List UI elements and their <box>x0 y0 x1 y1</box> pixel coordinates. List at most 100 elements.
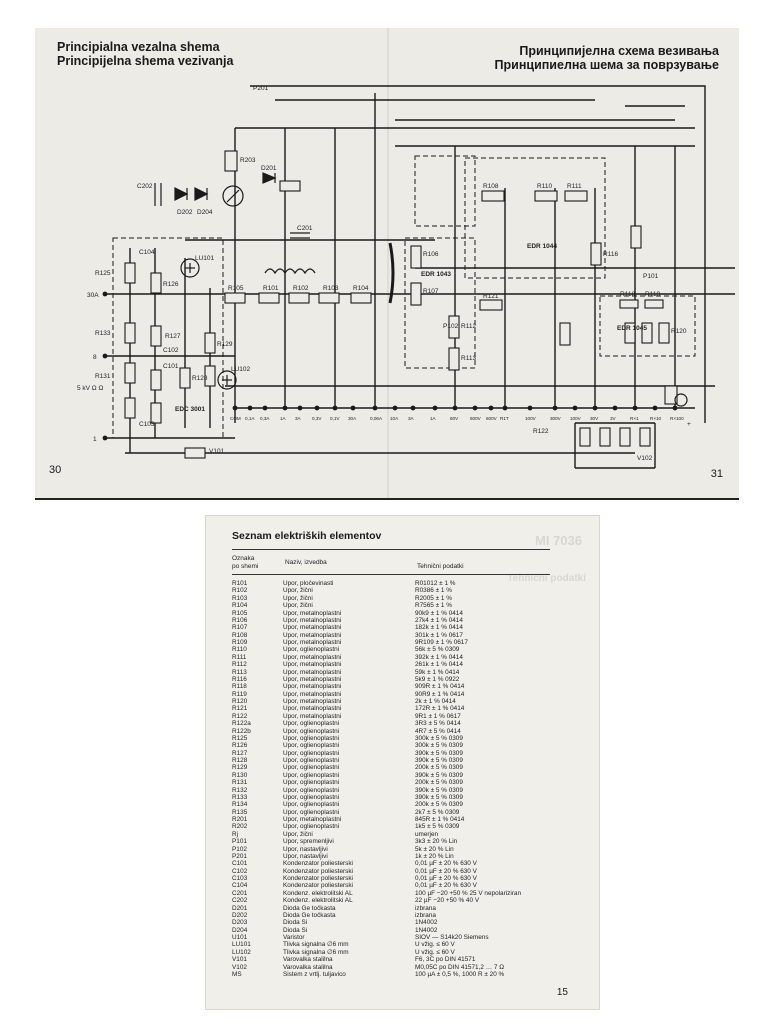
cell-name: Upor, metalnoplastni <box>283 712 342 720</box>
label-d204: D204 <box>197 209 213 216</box>
cell-name: Upor, oglienoplastni <box>283 742 340 750</box>
col-header-name: Naziv, izvedba <box>285 559 327 566</box>
cell-designation: C202 <box>232 897 248 905</box>
title-left-line2: Principijelna shema vezivanja <box>57 54 234 68</box>
title-left-line1: Principialna vezalna shema <box>57 40 220 54</box>
cell-designation: C104 <box>232 882 248 890</box>
cell-specs: 3k3 ± 20 % Lin <box>415 838 458 846</box>
label-r120: R120 <box>671 328 687 335</box>
table-row: R125 Upor, oglienoplastni 300k ± 5 % 0309 <box>232 735 562 742</box>
cell-specs: 4R7 ± 5 % 0414 <box>415 727 461 735</box>
cell-name: Upor, metalnoplastni <box>283 675 342 683</box>
cell-name: Kondenzator poliesterski <box>283 860 353 868</box>
cell-name: Upor, žični <box>283 830 313 838</box>
terminal-label: 100V <box>525 416 537 421</box>
terminal-label: 10A <box>390 416 399 421</box>
cell-name: Kondenzator poliesterski <box>283 875 353 882</box>
cell-designation: R134 <box>232 801 248 809</box>
cell-designation: V102 <box>232 963 247 971</box>
cell-name: Dioda Si <box>283 926 308 934</box>
cell-specs: 1N4002 <box>415 919 438 927</box>
label-c202: C202 <box>137 183 153 190</box>
cell-designation: R122 <box>232 712 248 720</box>
label-r121: R121 <box>483 293 499 300</box>
page-number-left: 30 <box>49 464 62 476</box>
cell-name: Upor, oglienoplastni <box>283 720 340 728</box>
cell-name: Kondenzator poliesterski <box>283 882 353 890</box>
cell-designation: MS <box>232 970 242 978</box>
label-t8: 8 <box>93 354 97 361</box>
cell-specs: U vžig. ≤ 60 V <box>415 948 455 956</box>
label-r107: R107 <box>423 288 439 295</box>
cell-name: Upor, metalnoplastni <box>283 816 342 823</box>
cell-specs: 300k ± 5 % 0309 <box>415 734 463 742</box>
cell-name: Upor, oglienoplastni <box>283 734 340 742</box>
cell-designation: R120 <box>232 698 248 705</box>
cell-name: Upor, oglienoplastni <box>283 646 340 654</box>
parts-list-title: Seznam elektriških elementov <box>232 530 382 542</box>
label-r113: R113 <box>461 355 476 362</box>
cell-specs: R7565 ± 1 % <box>415 602 452 610</box>
cell-specs: 5k9 ± 1 % 0922 <box>415 675 460 683</box>
cell-specs: U vžig. ≤ 60 V <box>415 941 455 949</box>
terminal-label: 0,1V <box>330 416 340 421</box>
header-rule-top <box>232 549 550 550</box>
cell-specs: 301k ± 1 % 0617 <box>415 631 463 639</box>
label-p101: P101 <box>643 273 659 280</box>
cell-name: Upor, oglienoplastni <box>283 808 340 816</box>
cell-designation: C101 <box>232 860 248 868</box>
cell-specs: 2k7 ± 5 % 0309 <box>415 808 460 816</box>
cell-name: Kondenzator poliesterski <box>283 867 353 875</box>
col-header-designation-line2: po shemi <box>232 562 259 570</box>
cell-name: Varovalka stalilna <box>283 956 333 964</box>
cell-specs: 3R3 ± 5 % 0414 <box>415 720 461 728</box>
terminal-label: 600V <box>470 416 482 421</box>
cell-name: Varovalka stalilna <box>283 963 333 971</box>
label-r111: R111 <box>567 183 582 190</box>
cell-designation: R103 <box>232 594 248 602</box>
label-r131: R131 <box>95 373 111 380</box>
cell-designation: D204 <box>232 926 248 934</box>
label-edc3001: EDC 3001 <box>175 406 205 413</box>
terminal-label: 0,3A <box>260 416 270 421</box>
cell-name: Kondenz. elektrolitski AL <box>283 889 353 897</box>
cell-specs: 200k ± 5 % 0309 <box>415 801 463 809</box>
cell-name: Upor, metalnoplastni <box>283 609 342 617</box>
cell-specs: 1k ± 20 % Lin <box>415 852 454 860</box>
cell-designation: R131 <box>232 779 248 787</box>
terminal-label: R1T <box>500 416 509 421</box>
cell-designation: D201 <box>232 904 248 912</box>
cell-designation: R125 <box>232 734 248 742</box>
title-right-line1: Принципијелна схема везивања <box>519 44 719 58</box>
label-tp: + <box>687 421 691 428</box>
cell-designation: R122a <box>232 720 251 728</box>
label-c201: C201 <box>297 225 313 232</box>
label-r125: R125 <box>95 270 111 277</box>
label-r101: R101 <box>263 285 279 292</box>
cell-name: Upor, metalnoplastni <box>283 631 342 639</box>
cell-designation: R135 <box>232 808 248 816</box>
cell-name: Upor, oglienoplastni <box>283 779 340 787</box>
cell-name: Upor, oglienoplastni <box>283 749 340 757</box>
cell-specs: F6, 3C po DIN 41571 <box>415 956 476 964</box>
cell-name: Upor, metalnoplastni <box>283 705 342 713</box>
label-r119: R119 <box>645 291 660 298</box>
cell-designation: R122b <box>232 727 251 735</box>
cell-name: Upor, pločevinasti <box>283 580 334 587</box>
cell-designation: R107 <box>232 624 248 632</box>
label-v101: V101 <box>209 448 225 455</box>
label-r108: R108 <box>483 183 499 190</box>
